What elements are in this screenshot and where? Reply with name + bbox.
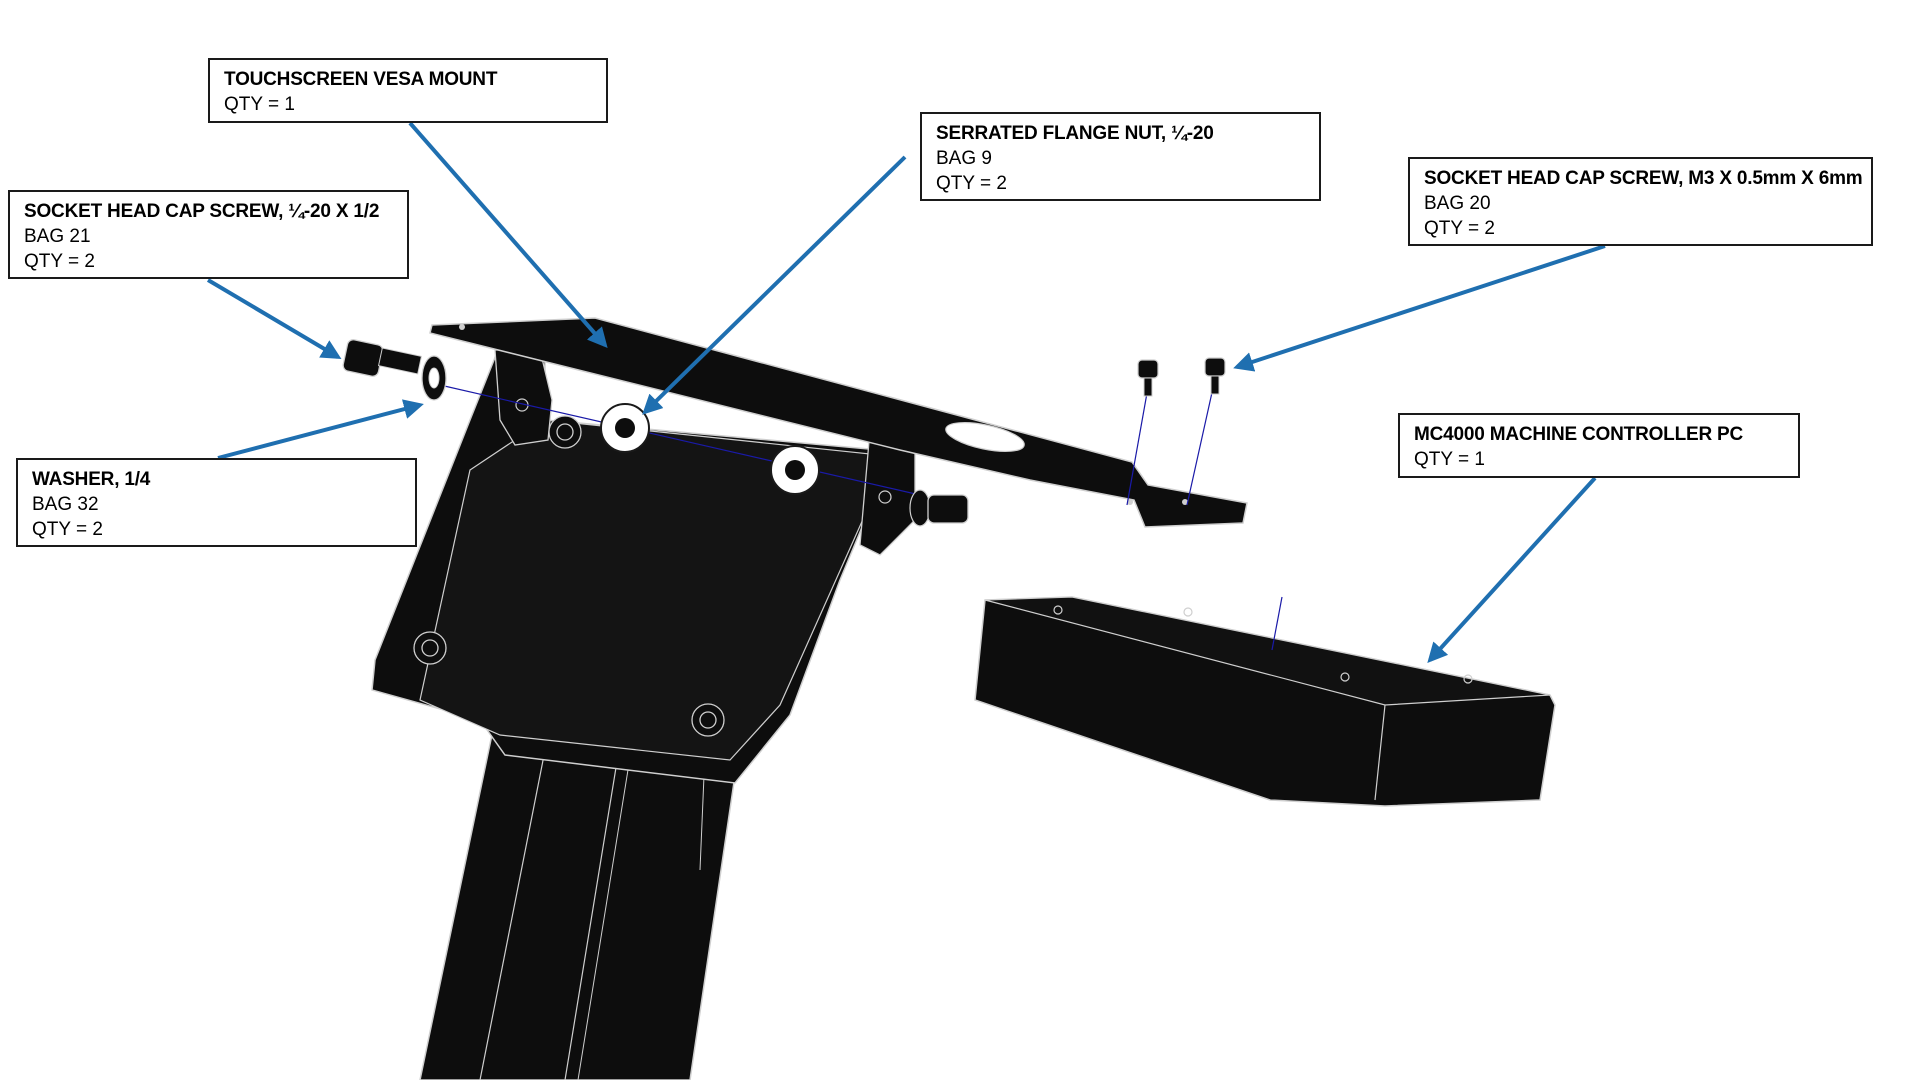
callout-vesa-mount: TOUCHSCREEN VESA MOUNT QTY = 1 — [208, 58, 608, 123]
callout-qty: QTY = 2 — [32, 519, 103, 540]
leader-vesa-mount — [408, 121, 608, 349]
socket-head-cap-screw-right — [909, 489, 969, 527]
callout-quarter-screw: SOCKET HEAD CAP SCREW, ¼-20 X 1/2 BAG 21… — [8, 190, 409, 279]
leader-flange-nut — [642, 155, 907, 415]
leader-m3-screw — [1233, 244, 1606, 372]
callout-qty: QTY = 2 — [936, 173, 1007, 194]
callout-m3-screw: SOCKET HEAD CAP SCREW, M3 X 0.5mm X 6mm … — [1408, 157, 1873, 246]
callout-title: TOUCHSCREEN VESA MOUNT — [224, 69, 498, 90]
callout-title: SOCKET HEAD CAP SCREW, ¼-20 X 1/2 — [24, 201, 380, 222]
callout-washer: WASHER, 1/4 BAG 32 QTY = 2 — [16, 458, 417, 547]
m3-cap-screw-right — [1204, 357, 1226, 395]
assembly-centerlines — [439, 384, 1283, 651]
callout-title: SOCKET HEAD CAP SCREW, M3 X 0.5mm X 6mm — [1424, 168, 1863, 189]
serrated-flange-nut-right — [770, 445, 820, 495]
callout-qty: QTY = 1 — [224, 94, 295, 115]
m3-cap-screw-left — [1137, 359, 1159, 397]
callout-title: MC4000 MACHINE CONTROLLER PC — [1414, 424, 1744, 445]
callout-title: WASHER, 1/4 — [32, 469, 151, 490]
callout-bag: BAG 9 — [936, 148, 992, 169]
callout-qty: QTY = 2 — [1424, 218, 1495, 239]
vesa-mount-plate — [429, 317, 1248, 528]
callout-bag: BAG 32 — [32, 494, 99, 515]
callout-title: SERRATED FLANGE NUT, ¼-20 — [936, 123, 1214, 144]
callout-qty: QTY = 1 — [1414, 449, 1485, 470]
controller-pc-box — [974, 596, 1556, 807]
callout-bag: BAG 20 — [1424, 193, 1491, 214]
leader-washer — [217, 399, 424, 460]
callout-bag: BAG 21 — [24, 226, 91, 247]
callout-controller-pc: MC4000 MACHINE CONTROLLER PC QTY = 1 — [1398, 413, 1800, 478]
leader-controller-pc — [1427, 476, 1597, 663]
callout-flange-nut: SERRATED FLANGE NUT, ¼-20 BAG 9 QTY = 2 — [920, 112, 1321, 201]
leader-quarter-screw — [206, 278, 342, 360]
socket-head-cap-screw-left — [342, 339, 423, 377]
serrated-flange-nut-left — [600, 403, 650, 453]
callout-qty: QTY = 2 — [24, 251, 95, 272]
leader-lines — [206, 121, 1606, 663]
washer-left — [421, 355, 447, 401]
mounting-bracket — [371, 344, 916, 784]
